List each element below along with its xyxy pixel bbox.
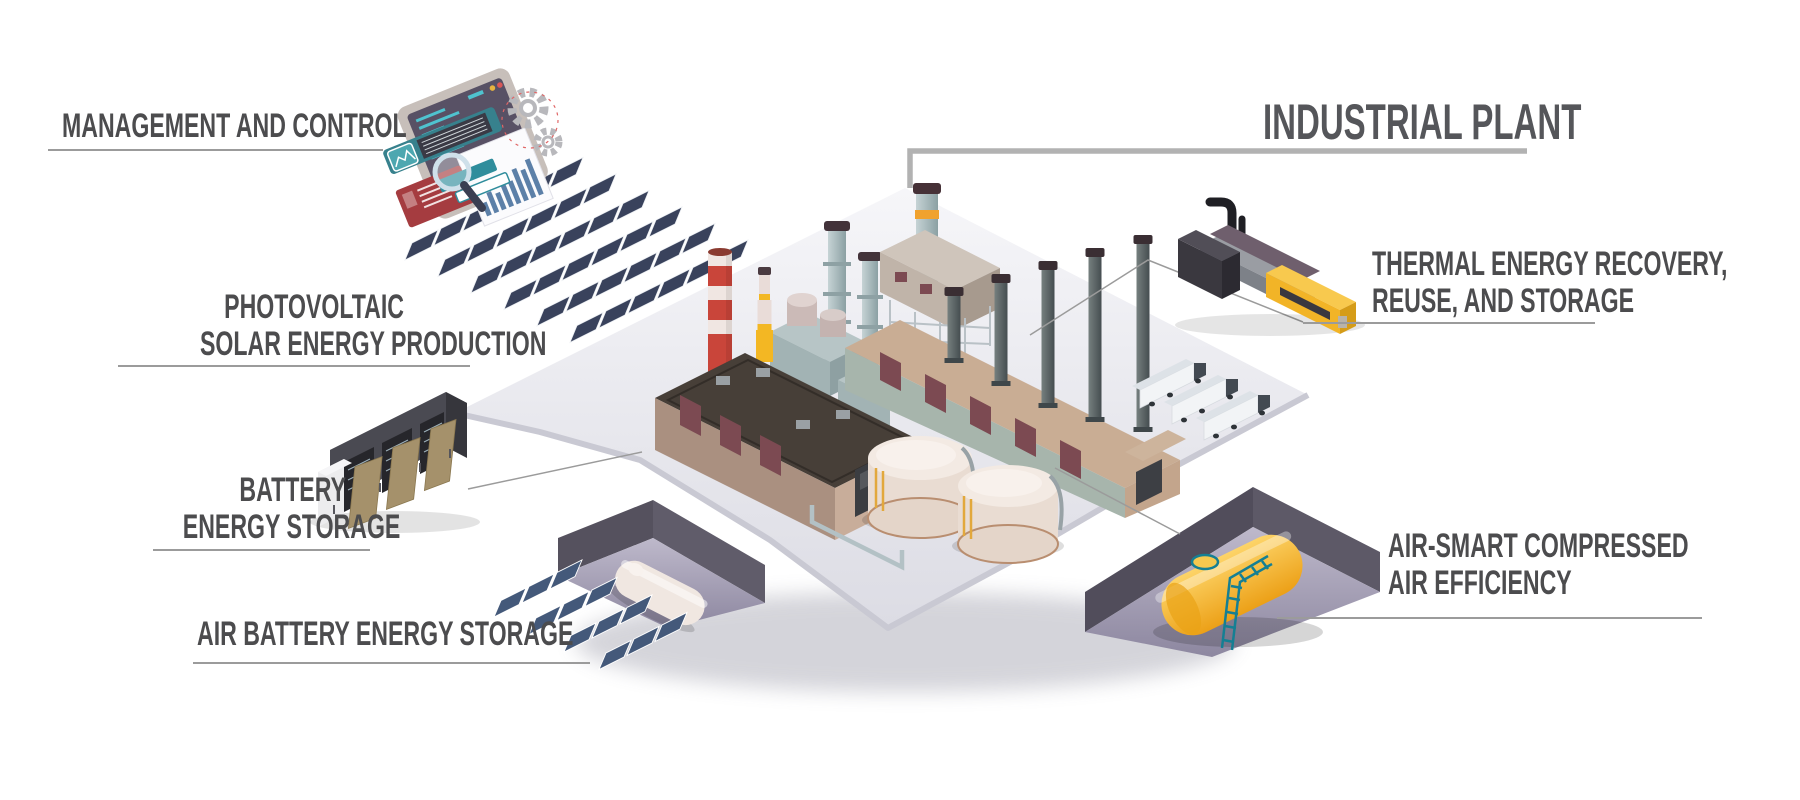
air-battery-label-text: AIR BATTERY ENERGY STORAGE: [197, 615, 574, 653]
battery-underline: [153, 549, 370, 551]
tan-factory: [845, 235, 1192, 518]
battery-doors: [347, 418, 457, 530]
image-thumbnail-icon: [386, 142, 419, 172]
air-smart-label: AIR-SMART COMPRESSED AIR EFFICIENCY: [1388, 528, 1689, 602]
photovoltaic-label-line1: PHOTOVOLTAIC: [224, 288, 404, 326]
page-title: INDUSTRIAL PLANT: [1263, 94, 1582, 150]
management-underline: [48, 149, 383, 151]
photovoltaic-label-line2: SOLAR ENERGY PRODUCTION: [200, 325, 547, 363]
exhaust-pipe: [1205, 197, 1237, 242]
air-smart-label-line2: AIR EFFICIENCY: [1388, 564, 1572, 602]
leader-thermal: [1029, 259, 1304, 336]
battery-label-line2: ENERGY STORAGE: [182, 508, 401, 546]
ladder-icon: [1190, 553, 1273, 651]
battery-container-icon: [310, 392, 480, 533]
underground-tank-pit: [558, 500, 765, 633]
platform-shadow: [575, 592, 1235, 692]
leader-industrial-plant: [907, 148, 1527, 188]
air-smart-underline: [1277, 617, 1702, 619]
air-smart-label-line1: AIR-SMART COMPRESSED: [1388, 527, 1689, 565]
photovoltaic-label: PHOTOVOLTAIC SOLAR ENERGY PRODUCTION: [200, 288, 547, 363]
thermal-label-line1: THERMAL ENERGY RECOVERY,: [1372, 245, 1728, 283]
magnifier-icon: [432, 152, 486, 212]
thermal-label-line2: REUSE, AND STORAGE: [1372, 282, 1635, 320]
pipe: [809, 505, 905, 571]
battery-label-line1: BATTERY: [239, 471, 346, 509]
page-title-text: INDUSTRIAL PLANT: [1263, 94, 1582, 150]
leader-air-smart: [1054, 467, 1181, 535]
heat-recovery-machine-icon: [1175, 197, 1365, 336]
thermal-label: THERMAL ENERGY RECOVERY, REUSE, AND STOR…: [1372, 246, 1727, 320]
thermal-underline: [1303, 322, 1595, 324]
leader-battery: [467, 451, 643, 490]
gear-icon: [501, 87, 563, 157]
storage-tank-icon: [862, 436, 1064, 564]
boiler-tower: [880, 183, 1000, 360]
compressed-air-pit: [1085, 487, 1380, 657]
air-battery-label: AIR BATTERY ENERGY STORAGE: [197, 616, 573, 653]
battery-label: BATTERY ENERGY STORAGE: [182, 471, 401, 546]
air-battery-underline: [193, 662, 590, 664]
truck-icon: [1132, 359, 1270, 441]
photovoltaic-underline: [118, 365, 470, 367]
management-label: MANAGEMENT AND CONTROL: [62, 108, 407, 145]
management-label-text: MANAGEMENT AND CONTROL: [62, 107, 407, 145]
management-dashboard-illustration: [383, 68, 563, 228]
